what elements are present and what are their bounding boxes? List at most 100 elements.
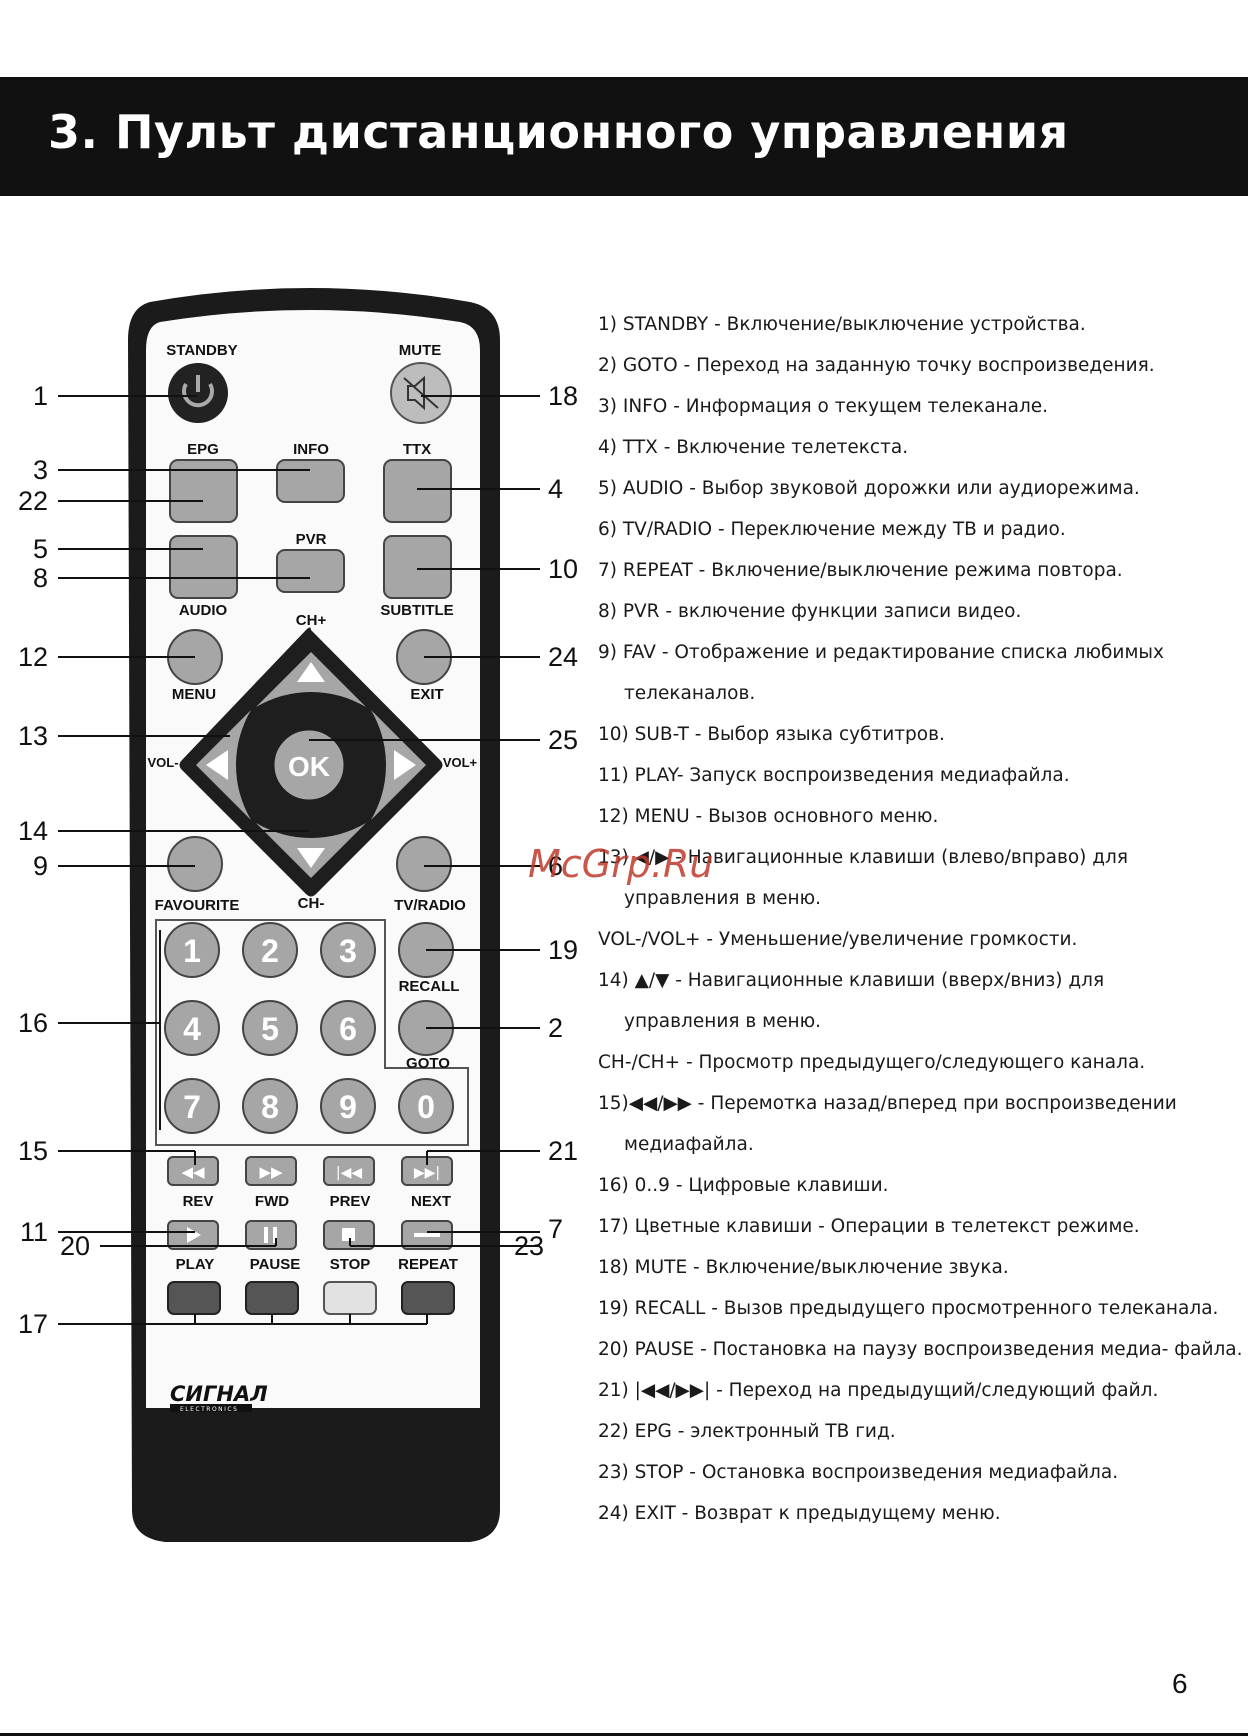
digit-0-label: 0 xyxy=(417,1089,435,1125)
callout-6: 6 xyxy=(548,851,564,881)
description-line: CH-/CH+ - Просмотр предыдущего/следующег… xyxy=(598,1052,1146,1073)
digit-keypad: 1 2 3 4 5 6 7 8 9 0 xyxy=(164,922,454,1134)
digit-5-label: 5 xyxy=(261,1011,279,1047)
watermark: McGrp.Ru xyxy=(528,842,714,886)
repeat-label: REPEAT xyxy=(398,1256,458,1273)
description-line: 11) PLAY- Запуск воспроизведения медиафа… xyxy=(598,765,1070,786)
mute-label: MUTE xyxy=(399,342,442,359)
description-line: 15)◀◀/▶▶ - Перемотка назад/вперед при во… xyxy=(598,1093,1177,1114)
description-line: управления в меню. xyxy=(624,1011,822,1032)
subtitle-button[interactable] xyxy=(383,535,452,599)
callout-7: 7 xyxy=(548,1214,564,1244)
digit-1-label: 1 xyxy=(183,933,201,969)
digit-0-button[interactable] xyxy=(398,1078,454,1134)
digit-7-button[interactable] xyxy=(164,1078,220,1134)
subtitle-label: SUBTITLE xyxy=(380,602,453,619)
rev-button[interactable] xyxy=(167,1156,219,1186)
description-line: 3) INFO - Информация о текущем телеканал… xyxy=(598,396,1049,417)
digit-6-button[interactable] xyxy=(320,1000,376,1056)
callout-15: 15 xyxy=(18,1136,49,1166)
prev-label: PREV xyxy=(330,1193,371,1210)
callout-9: 9 xyxy=(33,851,49,881)
exit-label: EXIT xyxy=(410,686,443,703)
fwd-button[interactable] xyxy=(245,1156,297,1186)
pvr-button[interactable] xyxy=(276,549,345,593)
digit-8-label: 8 xyxy=(261,1089,279,1125)
ch-plus-label: CH+ xyxy=(296,612,327,629)
audio-button[interactable] xyxy=(169,535,238,599)
description-line: управления в меню. xyxy=(624,888,822,909)
color-key-red[interactable] xyxy=(167,1281,221,1315)
tvradio-button[interactable] xyxy=(396,836,452,892)
description-line: 23) STOP - Остановка воспроизведения мед… xyxy=(598,1462,1119,1483)
callout-lines xyxy=(58,395,540,1325)
digit-1-button[interactable] xyxy=(164,922,220,978)
vol-plus-label: VOL+ xyxy=(443,755,478,770)
pvr-label: PVR xyxy=(296,531,327,548)
mute-icon xyxy=(403,375,439,411)
footer-rule xyxy=(0,1733,1248,1736)
epg-button[interactable] xyxy=(169,459,238,523)
description-line: VOL-/VOL+ - Уменьшение/увеличение громко… xyxy=(598,929,1078,950)
standby-button[interactable] xyxy=(168,363,228,423)
pause-button[interactable] xyxy=(245,1220,297,1250)
keypad-frame xyxy=(155,919,469,1146)
digit-3-button[interactable] xyxy=(320,922,376,978)
description-line: 21) |◀◀/▶▶| - Переход на предыдущий/след… xyxy=(598,1380,1159,1401)
color-key-blue[interactable] xyxy=(401,1281,455,1315)
fwd-label: FWD xyxy=(255,1193,289,1210)
digit-4-label: 4 xyxy=(183,1011,201,1047)
page-title: 3. Пульт дистанционного управления xyxy=(48,105,1069,159)
standby-label: STANDBY xyxy=(166,342,237,359)
ok-button[interactable] xyxy=(271,727,347,803)
digit-4-button[interactable] xyxy=(164,1000,220,1056)
rewind-icon: ◀◀ xyxy=(181,1163,205,1181)
favourite-button[interactable] xyxy=(167,836,223,892)
fast-forward-icon: ▶▶ xyxy=(259,1163,283,1181)
digit-9-button[interactable] xyxy=(320,1078,376,1134)
digit-2-button[interactable] xyxy=(242,922,298,978)
description-line: 6) TV/RADIO - Переключение между ТВ и ра… xyxy=(598,519,1066,540)
callout-25: 25 xyxy=(548,725,579,755)
svg-text:СИГНАЛ: СИГНАЛ xyxy=(170,1382,268,1406)
ttx-label: TTX xyxy=(403,441,431,458)
callout-17: 17 xyxy=(18,1309,49,1339)
digit-8-button[interactable] xyxy=(242,1078,298,1134)
play-label: PLAY xyxy=(176,1256,215,1273)
callout-24: 24 xyxy=(548,642,579,672)
callout-2: 2 xyxy=(548,1013,564,1043)
description-line: телеканалов. xyxy=(624,683,756,704)
callout-3: 3 xyxy=(33,455,49,485)
repeat-icon xyxy=(414,1233,440,1237)
callout-5: 5 xyxy=(33,534,49,564)
description-line: 14) ▲/▼ - Навигационные клавиши (вверх/в… xyxy=(598,970,1105,991)
digit-7-label: 7 xyxy=(183,1089,201,1125)
description-line: 1) STANDBY - Включение/выключение устрой… xyxy=(598,314,1086,335)
svg-text:ELECTRONICS: ELECTRONICS xyxy=(180,1406,238,1413)
description-line: 5) AUDIO - Выбор звуковой дорожки или ау… xyxy=(598,478,1140,499)
button-descriptions: 1) STANDBY - Включение/выключение устрой… xyxy=(598,311,1243,1541)
arrow-down-icon xyxy=(297,848,325,868)
description-line: 7) REPEAT - Включение/выключение режима … xyxy=(598,560,1123,581)
callout-18: 18 xyxy=(548,381,579,411)
callout-4: 4 xyxy=(548,474,564,504)
description-line: 17) Цветные клавиши - Операции в телетек… xyxy=(598,1216,1140,1237)
recall-label: RECALL xyxy=(399,978,460,995)
callout-23: 23 xyxy=(514,1231,545,1261)
digit-3-label: 3 xyxy=(339,933,357,969)
callout-13: 13 xyxy=(18,721,49,751)
vol-minus-label: VOL- xyxy=(147,755,178,770)
digit-5-button[interactable] xyxy=(242,1000,298,1056)
ttx-button[interactable] xyxy=(383,459,452,523)
arrow-right-icon xyxy=(394,750,416,780)
prev-button[interactable] xyxy=(323,1156,375,1186)
info-button[interactable] xyxy=(276,459,345,503)
ok-label: OK xyxy=(288,751,330,782)
color-key-yellow[interactable] xyxy=(323,1281,377,1315)
description-line: 10) SUB-T - Выбор языка субтитров. xyxy=(598,724,945,745)
arrow-left-icon xyxy=(206,750,228,780)
callout-19: 19 xyxy=(548,935,579,965)
color-key-green[interactable] xyxy=(245,1281,299,1315)
callout-10: 10 xyxy=(548,554,579,584)
skip-forward-icon: ▶▶| xyxy=(414,1165,440,1181)
